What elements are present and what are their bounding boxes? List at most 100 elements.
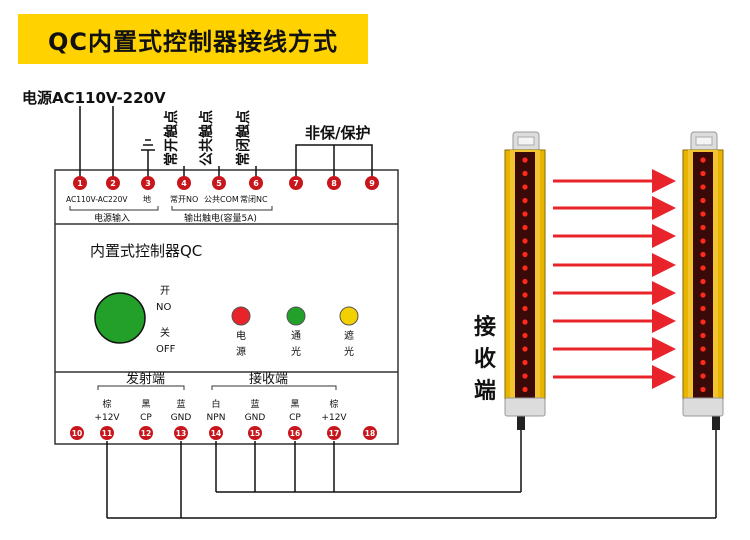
top-terminal-1: [73, 176, 87, 190]
top-terminal-2: [106, 176, 120, 190]
right-sensor-connector: [712, 414, 720, 430]
controller-name: 内置式控制器QC: [90, 242, 202, 260]
power-indicator-led: [231, 306, 251, 326]
power-input-label: 电源输入: [94, 212, 130, 224]
sensor-led: [700, 346, 706, 352]
sensor-led: [700, 278, 706, 285]
bottom-terminal-number: 17: [329, 429, 339, 438]
top-terminal-number: 3: [145, 179, 151, 188]
contact-label-no: 常开触点: [163, 110, 180, 166]
ground-label: 地: [143, 194, 151, 204]
receiver-header: 接收端: [249, 371, 288, 387]
indicator-label-char: 源: [236, 345, 246, 358]
sensor-led: [522, 386, 528, 393]
nc-label: 常闭NC: [240, 195, 268, 204]
bottom-terminal-18: [363, 426, 377, 440]
light-beams: [553, 169, 676, 389]
sensor-led: [522, 373, 528, 379]
top-terminal-number: 2: [110, 179, 116, 188]
sensor-led: [700, 224, 706, 231]
sensor-led: [700, 332, 706, 339]
ac-input-label: AC110V-AC220V: [66, 195, 128, 204]
indicator-label-char: 光: [291, 345, 301, 358]
sensor-led: [700, 386, 706, 393]
switch-off: OFF: [156, 344, 176, 355]
bottom-terminal-15: [248, 426, 262, 440]
indicator-label-char: 电: [236, 329, 246, 342]
top-terminal-5: [212, 176, 226, 190]
sensor-led: [522, 184, 528, 190]
bottom-terminal-14: [209, 426, 223, 440]
sensor-led: [700, 319, 706, 325]
left-light-curtain-sensor: [504, 131, 546, 417]
top-terminal-3: [141, 176, 155, 190]
sensor-led: [522, 332, 528, 339]
receiver-side-label-2: 收: [474, 346, 496, 372]
emitter-header: 发射端: [126, 371, 165, 387]
bottom-terminal-11: [100, 426, 114, 440]
indicator-label-char: 光: [344, 345, 354, 358]
bottom-terminal-12: [139, 426, 153, 440]
sensor-led: [522, 251, 528, 258]
com-label: 公共COM: [204, 195, 239, 204]
indicator-label-char: 通: [291, 330, 301, 342]
sensor-led: [700, 184, 706, 190]
bottom-terminal-number: 13: [176, 429, 186, 438]
top-terminal-number: 6: [253, 179, 259, 188]
right-light-curtain-sensor: [682, 131, 724, 417]
power-label: 电源AC110V-220V: [22, 89, 166, 107]
power-switch-button[interactable]: [94, 292, 146, 344]
sensor-led: [522, 211, 528, 217]
nc-protect-label: 非保/保护: [305, 124, 370, 142]
receiver-pin-color: 棕: [329, 398, 338, 410]
receiver-pin-color: 黑: [290, 399, 299, 410]
indicator-label-char: 遮: [344, 329, 354, 342]
bottom-terminal-number: 14: [211, 429, 221, 438]
emitter-pin-signal: GND: [171, 413, 192, 423]
bottom-terminal-number: 12: [141, 429, 151, 438]
sensor-led: [700, 305, 706, 312]
top-terminal-number: 5: [216, 179, 222, 188]
top-terminal-4: [177, 176, 191, 190]
bottom-terminal-number: 10: [72, 429, 82, 438]
top-terminal-number: 8: [331, 179, 337, 188]
top-terminal-number: 4: [181, 179, 187, 188]
bottom-terminal-number: 16: [290, 429, 300, 438]
sensor-led: [700, 211, 706, 217]
receiver-pin-signal: +12V: [321, 413, 347, 423]
receiver-side-label-1: 接: [474, 315, 496, 340]
receiver-pin-color: 白: [211, 398, 220, 410]
light-block-indicator-led: [339, 306, 359, 326]
sensor-led: [522, 265, 528, 271]
sensor-led: [522, 305, 528, 312]
relay-output-label: 输出触电(容量5A): [184, 212, 257, 224]
receiver-side-label-3: 端: [474, 379, 496, 404]
sensor-led: [700, 373, 706, 379]
bottom-terminal-10: [70, 426, 84, 440]
sensor-led: [522, 170, 528, 177]
sensor-led: [700, 238, 706, 244]
switch-on-cn: 开: [160, 286, 170, 297]
top-terminal-number: 9: [369, 179, 375, 188]
top-terminal-number: 1: [77, 179, 83, 188]
sensor-led: [522, 278, 528, 285]
receiver-pin-signal: NPN: [207, 413, 226, 423]
top-terminal-number: 7: [293, 179, 299, 188]
page-title: QC内置式控制器接线方式: [47, 27, 338, 56]
sensor-led: [522, 292, 528, 298]
emitter-pin-color: 黑: [141, 399, 150, 410]
sensor-led: [522, 224, 528, 231]
bottom-terminal-number: 18: [365, 429, 375, 438]
sensor-led: [522, 319, 528, 325]
emitter-pin-color: 蓝: [176, 398, 185, 410]
sensor-led: [522, 238, 528, 244]
top-terminal-9: [365, 176, 379, 190]
bottom-terminal-16: [288, 426, 302, 440]
sensor-led: [522, 359, 528, 366]
sensor-led: [522, 197, 528, 204]
bottom-terminal-13: [174, 426, 188, 440]
receiver-pin-signal: CP: [289, 413, 301, 423]
receiver-pin-signal: GND: [245, 413, 266, 423]
top-terminal-8: [327, 176, 341, 190]
